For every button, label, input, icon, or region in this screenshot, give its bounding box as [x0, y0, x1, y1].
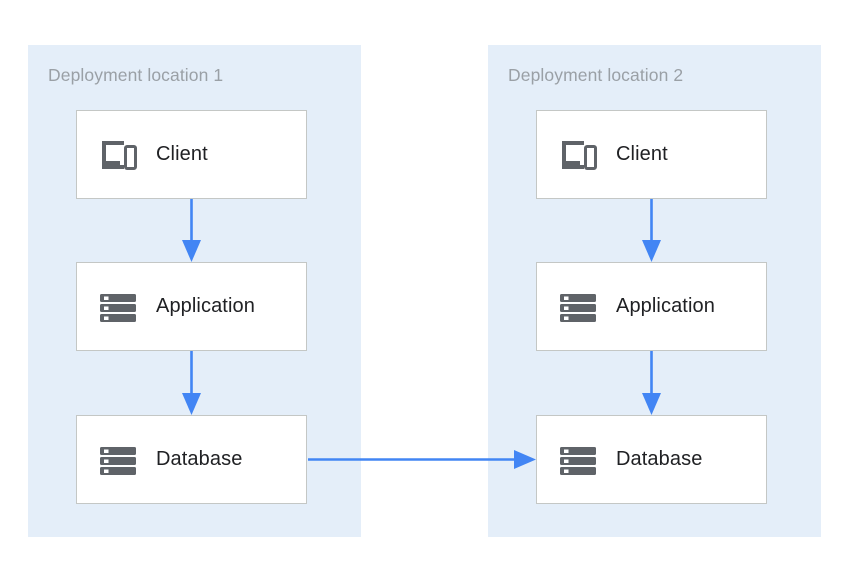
node-client-1-label: Client: [156, 143, 208, 165]
node-client-2[interactable]: Client: [536, 110, 767, 199]
node-application-1-label: Application: [156, 295, 255, 317]
zone-1-label: Deployment location 1: [48, 65, 224, 85]
node-application-2[interactable]: Application: [536, 262, 767, 351]
zone-2-label: Deployment location 2: [508, 65, 684, 85]
deployment-zone-2: Deployment location 2 Client: [488, 45, 821, 537]
node-application-1[interactable]: Application: [76, 262, 307, 351]
node-database-2-label: Database: [616, 448, 703, 470]
node-application-2-label: Application: [616, 295, 715, 317]
devices-icon: [558, 135, 598, 175]
node-client-2-label: Client: [616, 143, 668, 165]
deployment-zone-1: Deployment location 1 Client: [28, 45, 361, 537]
node-client-1[interactable]: Client: [76, 110, 307, 199]
node-database-1-label: Database: [156, 448, 243, 470]
server-icon: [558, 440, 598, 480]
node-database-2[interactable]: Database: [536, 415, 767, 504]
server-icon: [98, 440, 138, 480]
server-icon: [558, 287, 598, 327]
node-database-1[interactable]: Database: [76, 415, 307, 504]
server-icon: [98, 287, 138, 327]
devices-icon: [98, 135, 138, 175]
